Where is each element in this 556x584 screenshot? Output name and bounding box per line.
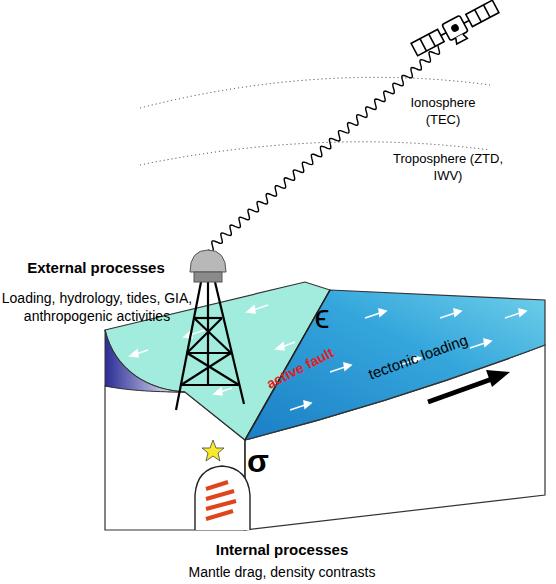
gnss-antenna <box>190 250 226 282</box>
satellite <box>410 0 502 63</box>
layer-label: Ionosphere (TEC) <box>397 95 489 129</box>
group-body: Loading, hydrology, tides, GIA, anthropo… <box>0 289 195 325</box>
hypocenter-star <box>202 440 224 461</box>
chamber-stripes <box>206 482 236 519</box>
strain-symbol: ϵ <box>314 294 329 338</box>
left-side-curve <box>105 330 185 392</box>
layer-label: Troposphere (ZTD, IWV) <box>388 151 508 185</box>
fault-label: active fault <box>263 343 336 392</box>
group-body: Mantle drag, density contrasts <box>189 563 376 581</box>
loading-arrow-shaft <box>428 379 492 402</box>
right-block-top <box>245 290 545 440</box>
group-heading: External processes <box>27 258 165 278</box>
loading-arrow-head <box>486 370 510 387</box>
signal-wave <box>208 46 440 252</box>
magma-chamber <box>195 466 250 530</box>
group-heading: Internal processes <box>216 540 349 560</box>
arrow-label: tectonic loading <box>366 330 471 384</box>
stress-symbol: σ <box>247 441 269 483</box>
